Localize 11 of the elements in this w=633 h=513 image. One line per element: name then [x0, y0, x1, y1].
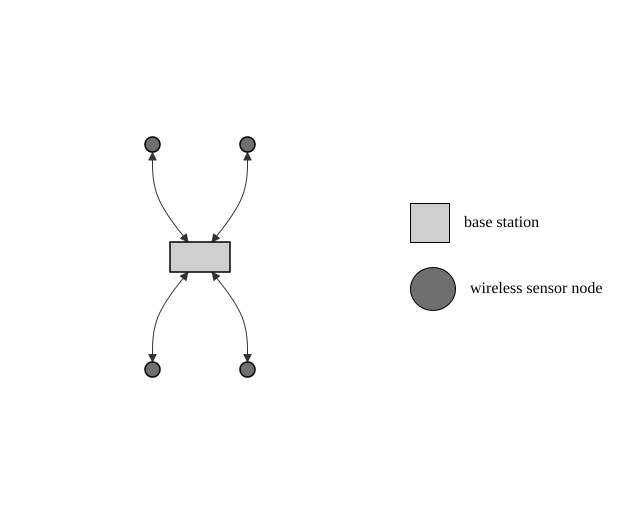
node-box — [169, 240, 231, 272]
node-circle — [239, 360, 256, 378]
legend-text: wireless sensor node — [470, 280, 602, 298]
node-circle — [239, 136, 256, 152]
arrow — [148, 152, 189, 242]
node-circle — [144, 136, 161, 152]
arrow — [212, 271, 252, 362]
arrow — [148, 271, 188, 362]
legend-text: base station — [464, 214, 540, 232]
node-circle — [144, 360, 161, 378]
arrow — [211, 152, 252, 242]
